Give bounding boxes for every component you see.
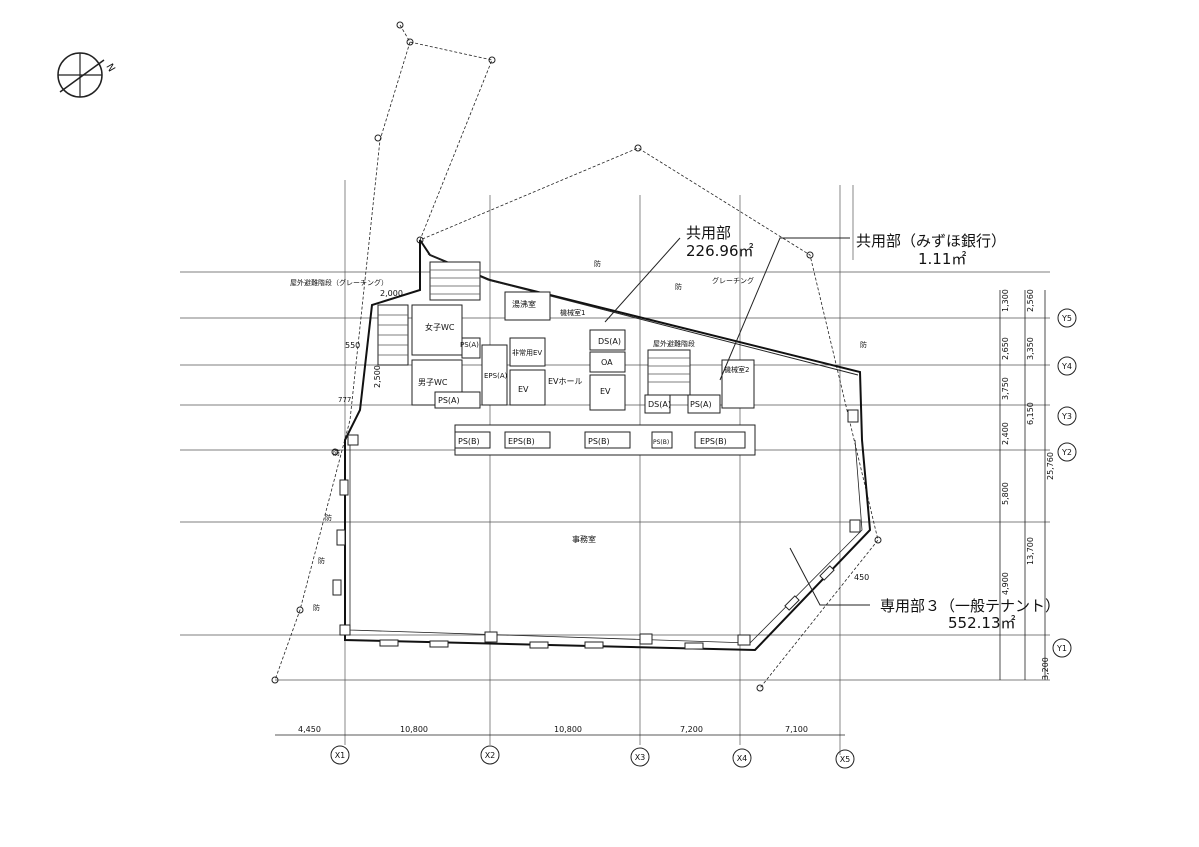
grid-y1: Y1 [1056,644,1067,653]
room-ev2: EV [600,387,611,396]
room-ps-a2: PS(A) [438,396,460,405]
callout-mizuho-value: 1.11㎡ [918,250,967,268]
callout-tenant-label: 専用部３（一般テナント） [880,597,1061,615]
room-eps-a: EPS(A) [484,372,508,380]
callout-common-label: 共用部 [686,224,732,242]
compass-north-label: N [103,62,116,74]
room-ext-stair-right: 屋外避難階段 [653,339,695,348]
room-ps-a1: PS(A) [460,341,479,349]
room-ev1: EV [518,385,529,394]
fire-mark-4: 防 [325,513,332,522]
dim-y-inner-5: 5,800 [1001,482,1010,505]
dim-y-outer-5: 3,200 [1041,657,1050,680]
grid-x1: X1 [335,751,346,760]
room-ps-b3: PS(B) [653,439,669,446]
grid-x2: X2 [485,751,496,760]
grid-y4: Y4 [1061,362,1072,371]
grid-y5: Y5 [1061,314,1072,323]
callout-common-value: 226.96㎡ [686,242,754,260]
grid-x4: X4 [737,754,748,763]
dim-x-5: 7,100 [785,725,808,734]
dim-y-outer-1: 2,560 [1026,289,1035,312]
room-ps-a3: PS(A) [690,400,712,409]
dimension-labels: 4,450 10,800 10,800 7,200 7,100 2,000 55… [298,289,1055,734]
dim-y-outer-4: 13,700 [1026,537,1035,565]
dim-450: 450 [854,573,869,582]
grid-x5: X5 [840,755,851,764]
fire-mark-2: 防 [675,282,682,291]
dim-y-inner-4: 2,400 [1001,422,1010,445]
site-boundary [271,21,882,692]
fire-mark-5: 防 [318,556,325,565]
dim-x-4: 7,200 [680,725,703,734]
callout-tenant-value: 552.13㎡ [948,614,1016,632]
room-female-wc: 女子WC [425,322,455,332]
dim-777: 777 [338,396,351,404]
grid-y2: Y2 [1061,448,1072,457]
dim-x-3: 10,800 [554,725,582,734]
grid-x3: X3 [635,753,646,762]
room-ps-b2: PS(B) [588,437,610,446]
room-labels: 屋外避難階段（グレーチング） 女子WC 男子WC PS(A) PS(A) EPS… [290,259,867,612]
dim-y-outer-3: 6,150 [1026,402,1035,425]
room-machine1: 機械室1 [560,308,585,317]
grid-bubbles-y [1052,308,1077,658]
dim-x-2: 10,800 [400,725,428,734]
room-grating: グレーチング [712,276,754,285]
grid-y3: Y3 [1061,412,1072,421]
room-oa: OA [601,358,613,367]
dim-y-inner-3: 3,750 [1001,377,1010,400]
compass-icon: N [57,52,117,98]
fire-mark-3: 防 [333,448,340,457]
room-machine2: 機械室2 [724,365,749,374]
grid-bubble-labels: X1 X2 X3 X4 X5 Y5 Y4 Y3 Y2 Y1 [335,314,1072,764]
room-eps-b2: EPS(B) [700,437,727,446]
room-office: 事務室 [572,534,596,544]
room-ext-stair-left: 屋外避難階段（グレーチング） [290,278,388,287]
fire-mark-7: 防 [860,340,867,349]
dim-x-1: 4,450 [298,725,321,734]
dim-y-inner-1: 1,300 [1001,289,1010,312]
dim-550: 550 [345,341,360,350]
dim-y-total: 25,760 [1046,452,1055,480]
room-ds-a2: DS(A) [648,400,671,409]
perimeter-columns [332,409,861,650]
room-emergency-ev: 非常用EV [512,348,542,357]
dim-2000: 2,000 [380,289,403,298]
room-ev-hall: EVホール [548,377,583,386]
fire-mark-1: 防 [594,259,601,268]
dim-y-inner-6: 4,900 [1001,572,1010,595]
grid-bubbles-x [330,745,855,769]
room-ds-a1: DS(A) [598,337,621,346]
room-hot-water: 湯沸室 [512,299,536,309]
core-rooms [377,261,756,456]
room-eps-b1: EPS(B) [508,437,535,446]
grid-lines-vertical [344,180,854,755]
dim-y-inner-2: 2,650 [1001,337,1010,360]
room-male-wc: 男子WC [418,378,448,387]
dim-2500: 2,500 [373,365,382,388]
room-ps-b1: PS(B) [458,437,480,446]
dim-y-outer-2: 3,350 [1026,337,1035,360]
callout-leaders [604,237,870,606]
dimension-lines [275,290,1046,736]
fire-mark-6: 防 [313,603,320,612]
callout-mizuho-label: 共用部（みずほ銀行） [856,232,1007,250]
